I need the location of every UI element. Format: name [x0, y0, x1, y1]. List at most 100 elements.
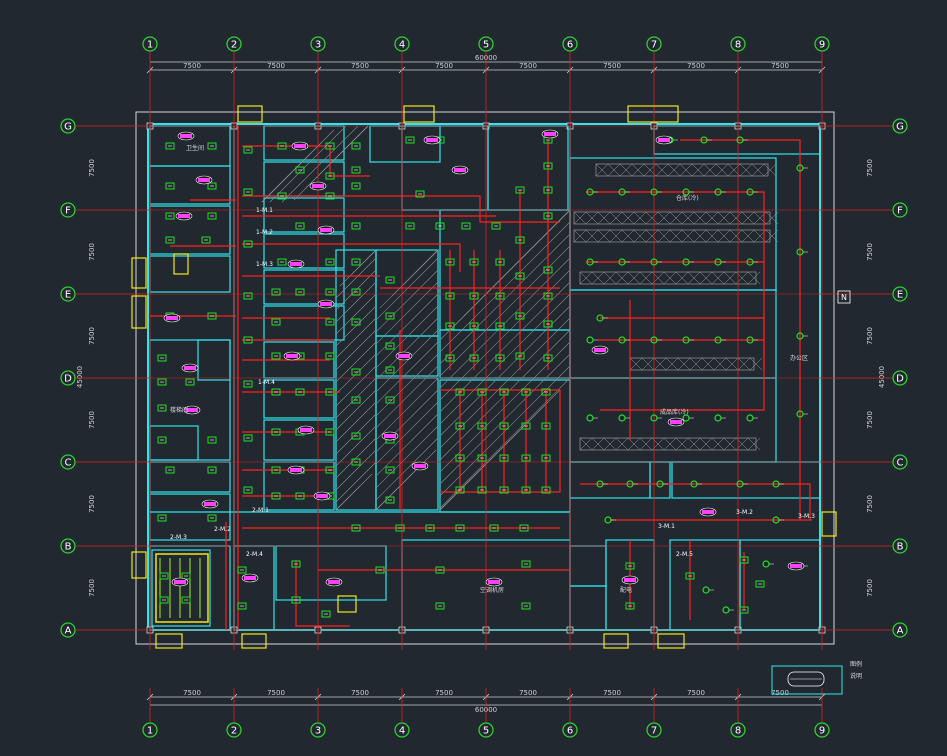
- north-label: N: [841, 293, 847, 302]
- axis-bubble-label: A: [65, 626, 72, 637]
- sprinkler-head: [650, 336, 662, 344]
- label-t2: 1-M.2: [256, 229, 273, 236]
- sprinkler-device: [207, 466, 217, 474]
- room-labels: 仓库(冷) 成品库(冷) 空调机房 配电 楼梯间 卫生间 办公区: [170, 144, 808, 594]
- zone-tag: [175, 211, 193, 221]
- sprinkler-device: [445, 354, 455, 362]
- sprinkler-device: [455, 486, 465, 494]
- sprinkler-device: [159, 572, 169, 580]
- sprinkler-device: [515, 236, 525, 244]
- sprinkler-head: [702, 586, 714, 594]
- axis-bubble-top-3: 3: [310, 36, 326, 52]
- sprinkler-device: [477, 422, 487, 430]
- sprinkler-head: [796, 410, 808, 418]
- legend: 图例 说明: [771, 660, 862, 695]
- sprinkler-head: [722, 606, 734, 614]
- axis-bubble-label: 5: [483, 726, 489, 737]
- sprinkler-device: [271, 288, 281, 296]
- zone-tag: [163, 313, 181, 323]
- door: [155, 633, 183, 649]
- sprinkler-device: [277, 142, 287, 150]
- axis-bubble-label: 8: [735, 726, 741, 737]
- axis-bubble-label: 7: [651, 726, 657, 737]
- zone-tag: [317, 225, 335, 235]
- bay-dim-left: 7500: [88, 495, 96, 513]
- sprinkler-device: [325, 142, 335, 150]
- room: [263, 379, 335, 419]
- bay-dim-top: 7500: [183, 62, 201, 70]
- north-arrow: N: [837, 290, 851, 304]
- door: [627, 105, 679, 123]
- rack-row: [579, 271, 761, 285]
- sprinkler-device: [543, 354, 553, 362]
- sprinkler-device: [271, 388, 281, 396]
- sprinkler-device: [435, 566, 445, 574]
- room-label-g: 办公区: [790, 354, 808, 362]
- sprinkler-head: [586, 414, 598, 422]
- sprinkler-device: [295, 492, 305, 500]
- zone-tag: [411, 461, 429, 471]
- sprinkler-device: [445, 258, 455, 266]
- sprinkler-device: [351, 142, 361, 150]
- sprinkler-head: [714, 188, 726, 196]
- zone-tag: [787, 561, 805, 571]
- room: [263, 419, 335, 461]
- axis-bubble-label: 3: [315, 40, 321, 51]
- sprinkler-device: [295, 166, 305, 174]
- sprinkler-device: [625, 602, 635, 610]
- bay-dim-top: 7500: [351, 62, 369, 70]
- sprinkler-device: [541, 422, 551, 430]
- sprinkler-device: [469, 258, 479, 266]
- sprinkler-device: [271, 352, 281, 360]
- axis-bubble-label: C: [897, 458, 904, 469]
- axis-bubble-top-9: 9: [814, 36, 830, 52]
- sprinkler-device: [325, 288, 335, 296]
- sprinkler-device: [495, 322, 505, 330]
- sprinkler-device: [157, 436, 167, 444]
- bay-dim-right: 7500: [866, 411, 874, 429]
- axis-bubble-left-B: B: [60, 538, 76, 554]
- axis-bubble-label: C: [65, 458, 72, 469]
- sprinkler-head: [746, 336, 758, 344]
- label-t3: 1-M.3: [256, 261, 273, 268]
- bay-dim-top: 7500: [687, 62, 705, 70]
- zone-tag: [195, 175, 213, 185]
- sprinkler-device: [237, 566, 247, 574]
- sprinkler-device: [157, 354, 167, 362]
- sprinkler-head: [796, 164, 808, 172]
- sprinkler-device: [519, 524, 529, 532]
- zone-tag: [381, 431, 399, 441]
- axis-bubble-label: 4: [399, 726, 405, 737]
- rack-row: [579, 437, 761, 451]
- sprinkler-device: [543, 162, 553, 170]
- sprinkler-device: [351, 222, 361, 230]
- sprinkler-device: [521, 388, 531, 396]
- sprinkler-device: [207, 212, 217, 220]
- door: [821, 511, 837, 537]
- sprinkler-device: [351, 396, 361, 404]
- sprinkler-head: [618, 414, 630, 422]
- sprinkler-device: [351, 368, 361, 376]
- bay-dim-bottom: 7500: [771, 689, 789, 697]
- axis-bubble-bottom-4: 4: [394, 722, 410, 738]
- room-label-d: 配电: [620, 586, 632, 594]
- sprinkler-device: [351, 318, 361, 326]
- zone-tag: [177, 131, 195, 141]
- label-t8: 3-M.1: [658, 523, 675, 530]
- axis-bubble-left-G: G: [60, 118, 76, 134]
- sprinkler-device: [521, 560, 531, 568]
- sprinkler-device: [395, 524, 405, 532]
- pipe-run: [242, 243, 461, 272]
- sprinkler-device: [207, 142, 217, 150]
- sprinkler-head: [714, 258, 726, 266]
- label-t6: 2-M.3: [170, 534, 187, 541]
- sprinkler-device: [469, 322, 479, 330]
- door: [131, 551, 147, 579]
- sprinkler-head: [626, 480, 638, 488]
- room-label-b: 成品库(冷): [660, 408, 689, 416]
- sprinkler-head: [604, 516, 616, 524]
- sprinkler-device: [351, 288, 361, 296]
- axis-bubble-bottom-1: 1: [142, 722, 158, 738]
- sprinkler-device: [541, 454, 551, 462]
